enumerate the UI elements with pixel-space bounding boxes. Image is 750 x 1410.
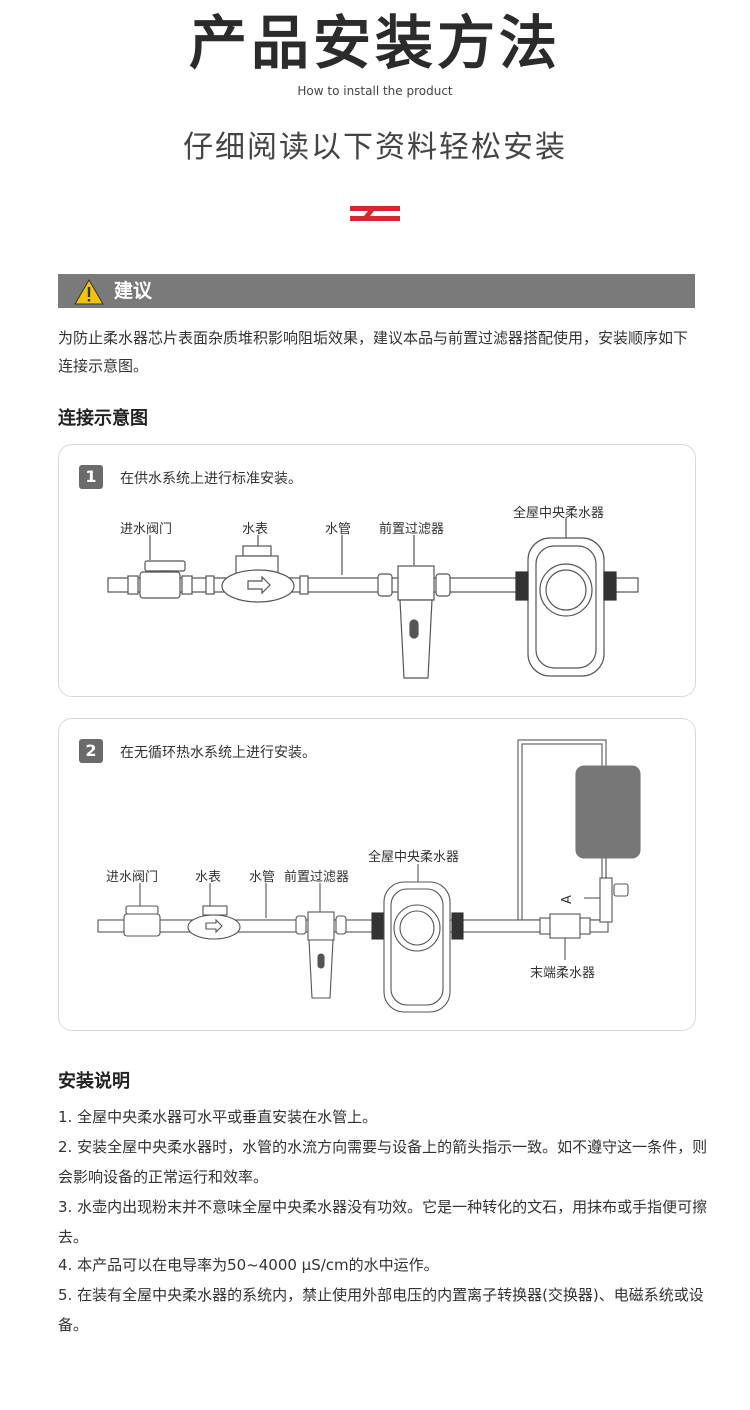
step-1-pipe-label: 水管 bbox=[325, 522, 352, 537]
step-1-prefilter-label: 前置过滤器 bbox=[379, 522, 445, 537]
advice-label: 建议 bbox=[114, 280, 153, 302]
step-2-pipe-label: 水管 bbox=[249, 870, 276, 885]
step-1-softener-label: 全屋中央柔水器 bbox=[513, 506, 605, 521]
page-title: 产品安装方法 bbox=[188, 9, 561, 77]
step-2-pipeline-diagram bbox=[97, 739, 641, 1013]
advice-bar bbox=[58, 274, 695, 308]
instructions-heading: 安装说明 bbox=[58, 1071, 130, 1092]
step-2-valve-label: 进水阀门 bbox=[106, 870, 159, 885]
step-1-meter-label: 水表 bbox=[242, 522, 269, 537]
step-2-softener-label: 全屋中央柔水器 bbox=[368, 850, 460, 865]
brand-mark-icon bbox=[350, 206, 400, 221]
advice-text: 为防止柔水器芯片表面杂质堆积影响阻垢效果，建议本品与前置过滤器搭配使用，安装顺序… bbox=[58, 329, 689, 375]
instruction-item: 4. 本产品可以在电导率为50~4000 μS/cm的水中运作。 bbox=[58, 1256, 439, 1274]
page-subtitle-english: How to install the product bbox=[297, 84, 453, 98]
step-1-valve-label: 进水阀门 bbox=[120, 522, 173, 537]
step-1-text: 在供水系统上进行标准安装。 bbox=[120, 471, 302, 487]
instruction-item: 2. 安装全屋中央柔水器时，水管的水流方向需要与设备上的箭头指示一致。如不遵守这… bbox=[58, 1138, 708, 1186]
warning-icon bbox=[74, 279, 104, 305]
step-2-prefilter-label: 前置过滤器 bbox=[284, 870, 350, 885]
page-subtitle-chinese: 仔细阅读以下资料轻松安装 bbox=[183, 130, 567, 165]
instruction-item: 3. 水壶内出现粉末并不意味全屋中央柔水器没有功效。它是一种转化的文石，用抹布或… bbox=[58, 1198, 708, 1246]
step-1-number: 1 bbox=[79, 465, 103, 489]
instruction-item: 5. 在装有全屋中央柔水器的系统内，禁止使用外部电压的内置离子转换器(交换器)、… bbox=[58, 1286, 704, 1334]
step-2-number: 2 bbox=[79, 739, 103, 763]
instruction-item: 1. 全屋中央柔水器可水平或垂直安装在水管上。 bbox=[58, 1108, 378, 1126]
step-2-text: 在无循环热水系统上进行安装。 bbox=[120, 745, 316, 761]
step-2-meter-label: 水表 bbox=[195, 870, 222, 885]
diagram-heading: 连接示意图 bbox=[58, 408, 148, 429]
step-2-end-softener-label: 末端柔水器 bbox=[530, 966, 596, 981]
step-1-pipeline-diagram bbox=[107, 518, 639, 679]
